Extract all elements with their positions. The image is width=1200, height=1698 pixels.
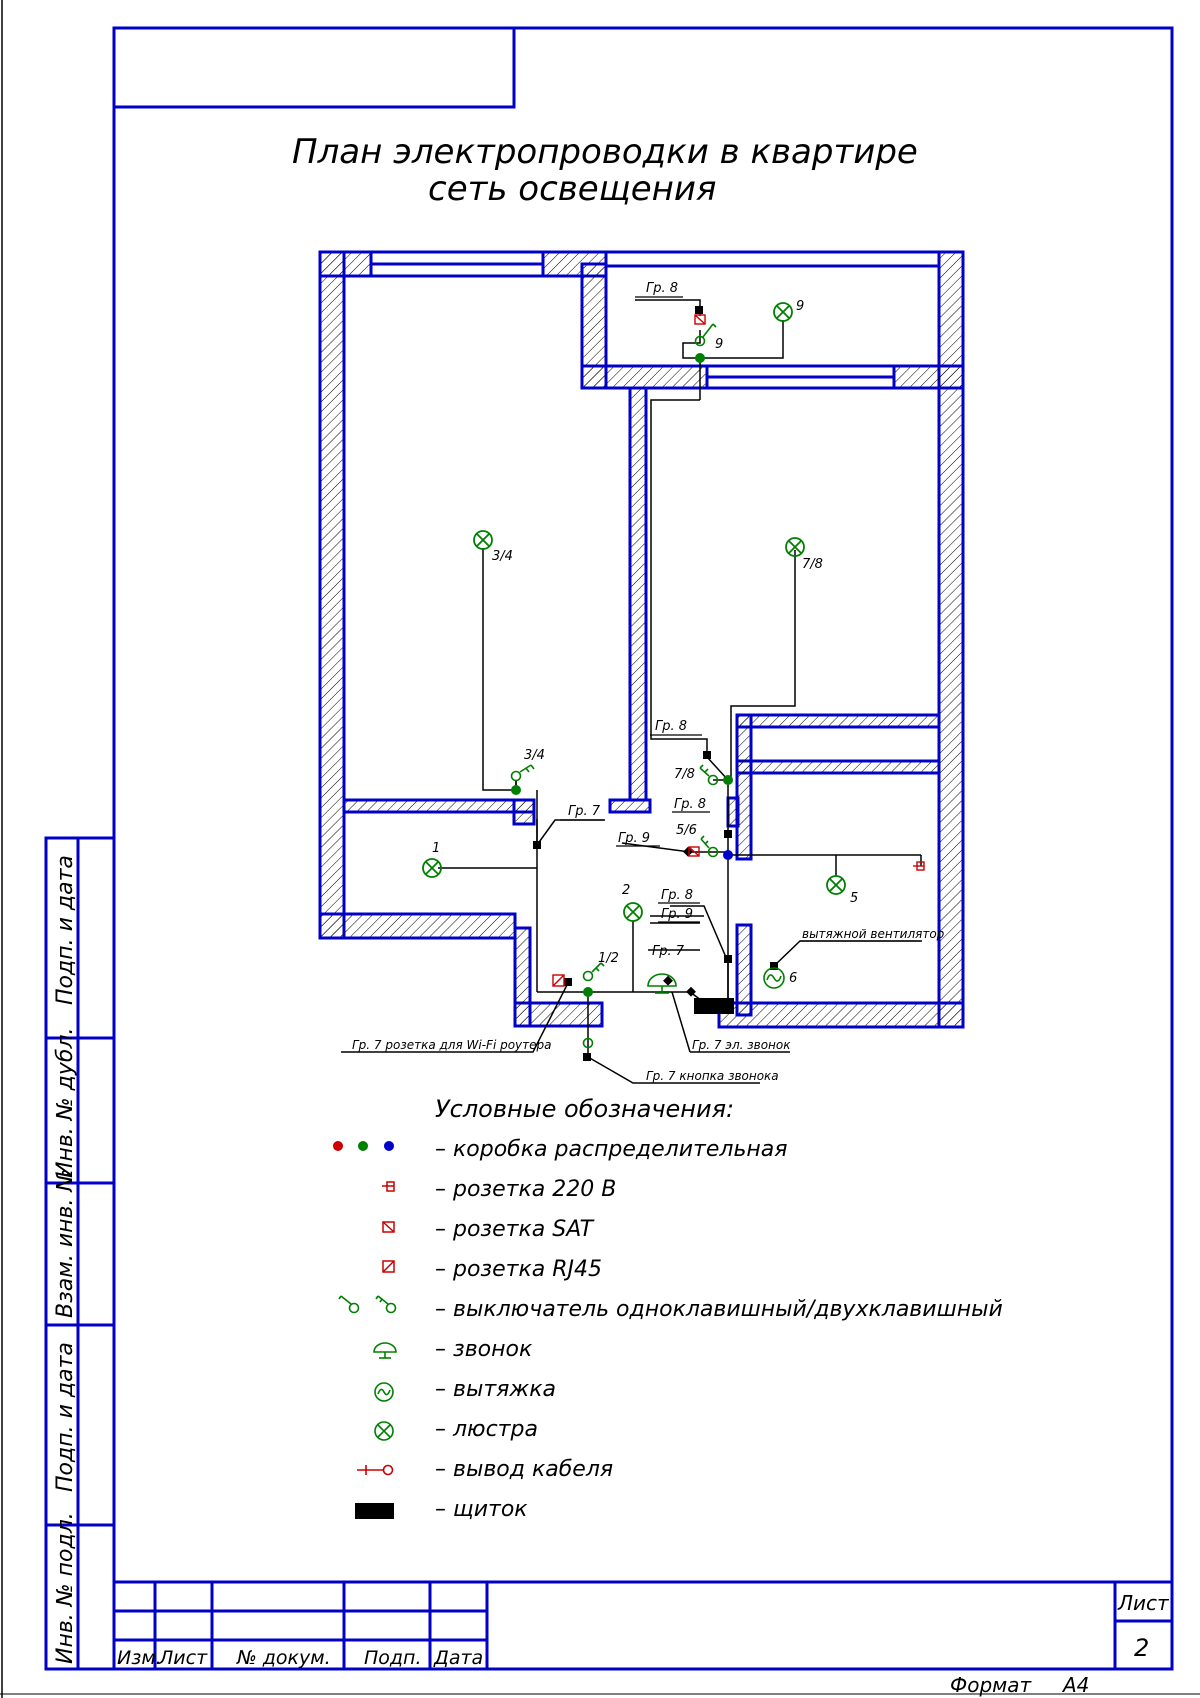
bell-icon (373, 1342, 397, 1359)
chandelier-icon-balcony (773, 302, 793, 322)
plan-junction-boxes (511, 353, 733, 997)
plan-subtitle: сеть освещения (428, 169, 716, 209)
label-gr8-low: Гр. 8 (661, 888, 693, 903)
wire-markers (533, 306, 778, 1061)
side-stamp-inv-podl: Инв. № подл. (53, 1512, 78, 1664)
switch-icon-7-8 (699, 764, 719, 786)
label-switch-5-6: 5/6 (676, 823, 697, 838)
tb-podp: Подп. (364, 1647, 422, 1669)
label-lamp-balcony: 9 (796, 299, 804, 314)
format-value: А4 (1061, 1673, 1089, 1697)
legend-label-switch: – выключатель одноклавишный/двухклавишны… (435, 1297, 1003, 1322)
switch-icon (338, 1295, 397, 1314)
label-switch-3-4: 3/4 (524, 748, 545, 763)
label-gr8-corridor: Гр. 8 (655, 719, 687, 734)
label-bell: Гр. 7 эл. звонок (692, 1038, 791, 1052)
junction-box-1-2 (583, 987, 593, 997)
legend-label-bell: – звонок (435, 1337, 533, 1362)
tb-sheet-number: 2 (1134, 1634, 1149, 1662)
label-gr8-balcony: Гр. 8 (646, 281, 678, 296)
wiring (341, 299, 922, 1084)
label-gr7-low: Гр. 7 (652, 944, 685, 959)
switch-icon-1-2 (582, 962, 605, 982)
legend-title: Условные обозначения: (435, 1095, 734, 1123)
format-label: Формат (950, 1673, 1032, 1697)
label-gr9-mid: Гр. 9 (618, 831, 650, 846)
plan-extractor-icon (763, 967, 785, 989)
label-switch-7-8: 7/8 (674, 767, 695, 782)
switch-icon-3-4 (510, 764, 535, 782)
label-lamp-5: 5 (850, 891, 858, 906)
chandelier-icon-5 (826, 875, 846, 895)
legend-label-extractor: – вытяжка (435, 1377, 556, 1402)
plan-chandeliers (422, 302, 846, 922)
legend-label-socket-rj45: – розетка RJ45 (435, 1257, 602, 1282)
chandelier-icon-1 (422, 858, 442, 878)
plan-title: План электропроводки в квартире (292, 132, 918, 172)
junction-box-7-8 (723, 775, 733, 785)
legend-label-panel: – щиток (435, 1497, 528, 1522)
socket-220v-icon (382, 1181, 395, 1192)
chandelier-icon (374, 1421, 394, 1441)
plan-sockets (552, 314, 925, 987)
side-stamp-inv-dubl: Инв. № дубл. (53, 1027, 78, 1178)
legend-label-cable-outlet: – вывод кабеля (435, 1457, 613, 1482)
tb-doc-no: № докум. (236, 1647, 331, 1669)
chandelier-icon-7-8 (785, 537, 805, 557)
label-gr7-corridor: Гр. 7 (568, 804, 601, 819)
label-switch-1-2: 1/2 (598, 951, 619, 966)
drawing-frame (112, 26, 1174, 1671)
side-stamp-vzam-inv: Взам. инв. № (53, 1169, 78, 1318)
chandelier-icon-3-4 (473, 530, 493, 550)
socket-sat-icon-balcony (694, 314, 706, 325)
legend-label-socket-sat: – розетка SAT (435, 1217, 595, 1242)
tb-list: Лист (158, 1647, 208, 1669)
label-lamp-1: 1 (432, 841, 440, 856)
extractor-icon (374, 1382, 394, 1402)
title-block (114, 1580, 1172, 1669)
legend-label-chandelier: – люстра (435, 1417, 538, 1442)
label-lamp-7-8: 7/8 (802, 557, 823, 572)
socket-rj45-icon (382, 1260, 395, 1273)
label-lamp-2: 2 (622, 883, 630, 898)
leader-lines (560, 296, 920, 942)
panel-icon (355, 1503, 394, 1519)
switch-icon-balcony (694, 323, 717, 347)
junction-box-5-6 (723, 850, 733, 860)
label-fan-title: вытяжной вентилятор (802, 927, 945, 941)
label-lamp-3-4: 3/4 (492, 549, 513, 564)
junction-box-3-4 (511, 785, 521, 795)
junction-box-icon (333, 1141, 394, 1151)
legend-icons (333, 1141, 397, 1519)
side-stamp-podp-data-2: Подп. и дата (53, 1342, 78, 1492)
label-bell-button: Гр. 7 кнопка звонока (646, 1069, 779, 1083)
label-switch-balcony: 9 (715, 337, 723, 352)
label-fan-num: 6 (789, 971, 797, 986)
side-stamp-podp-data-1: Подп. и дата (53, 855, 78, 1005)
tb-izm: Изм. (117, 1647, 162, 1669)
legend-label-socket-220v: – розетка 220 В (435, 1177, 616, 1202)
socket-rj45-icon-router (552, 974, 565, 987)
cable-outlet-icon (357, 1464, 394, 1476)
plan-switches (510, 323, 719, 1049)
switch-icon-5-6 (700, 835, 719, 858)
electrical-panel (694, 998, 734, 1014)
label-gr8-mid: Гр. 8 (674, 797, 706, 812)
plan-bell-icon (647, 973, 677, 994)
tb-data: Дата (433, 1647, 483, 1669)
legend-label-junction-box: – коробка распределительная (435, 1137, 788, 1162)
windows (369, 250, 941, 390)
chandelier-icon-2 (623, 902, 643, 922)
label-router: Гр. 7 розетка для Wi-Fi роутера (352, 1038, 552, 1052)
socket-sat-icon-corridor (688, 846, 700, 857)
label-gr9-low: Гр. 9 (661, 907, 693, 922)
junction-box-balcony (695, 353, 705, 363)
tb-sheet-label: Лист (1117, 1591, 1170, 1615)
switch-icon-bell-button (582, 1037, 594, 1049)
side-stamp (44, 836, 116, 1671)
floor-plan-walls (318, 250, 965, 1029)
socket-sat-icon (382, 1221, 395, 1233)
socket-220v-icon-corridor (913, 861, 925, 871)
